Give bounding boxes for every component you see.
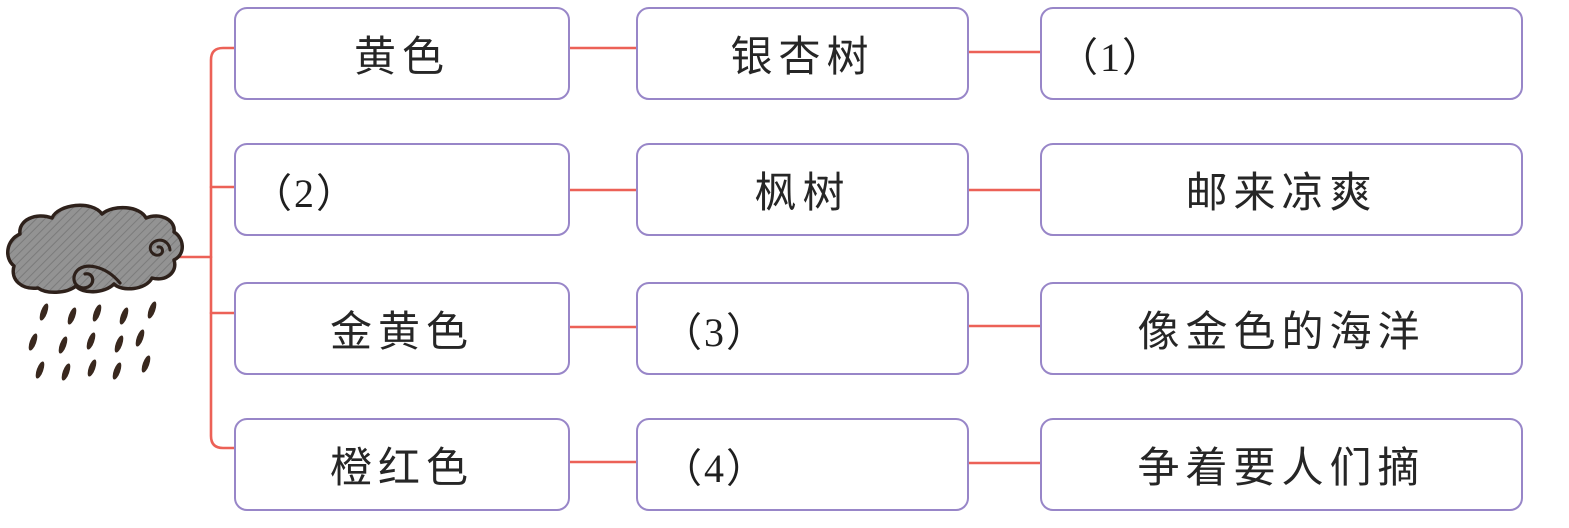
node-label: 争着要人们摘 [1137,444,1426,491]
node-label: 金黄色 [329,308,474,355]
node-orange-red-color: 橙红色 [234,418,570,511]
node-label: 枫树 [754,169,851,216]
node-yellow-color: 黄色 [234,7,570,100]
node-golden-yellow-color: 金黄色 [234,282,570,375]
node-label: 银杏树 [730,33,875,80]
node-blank-3: （3） [636,282,969,375]
node-label: 橙红色 [329,444,474,491]
cloud-curl-large [72,264,122,290]
node-blank-4: （4） [636,418,969,511]
node-like-golden-ocean: 像金色的海洋 [1040,282,1523,375]
node-label: （3） [662,309,768,355]
connector-lines [174,46,1043,465]
node-ginkgo-tree: 银杏树 [636,7,969,100]
node-label: （4） [662,445,768,491]
node-label: 像金色的海洋 [1137,308,1426,355]
node-blank-2: （2） [234,143,570,236]
node-label: 邮来凉爽 [1185,169,1378,216]
node-label: （2） [252,170,358,216]
node-compete-to-be-picked: 争着要人们摘 [1040,418,1523,511]
node-mails-coolness: 邮来凉爽 [1040,143,1523,236]
node-blank-1: （1） [1040,7,1523,100]
cloud-body [6,203,184,294]
rain-cloud-icon [6,203,184,381]
cloud-curl-small [148,238,172,257]
node-maple-tree: 枫树 [636,143,969,236]
rain-drops-icon [28,301,157,381]
node-label: （1） [1058,34,1164,80]
node-label: 黄色 [353,33,450,80]
